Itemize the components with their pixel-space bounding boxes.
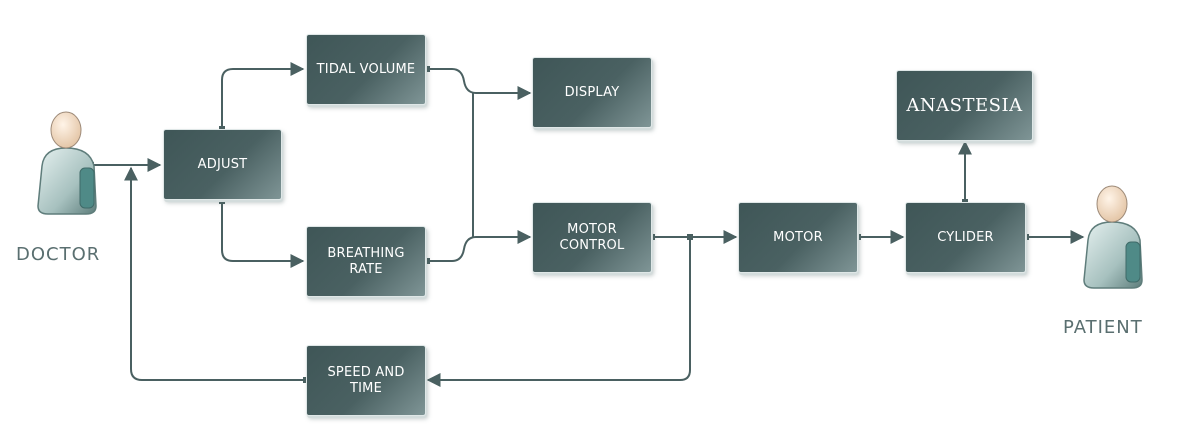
patient-label: PATIENT [1063, 317, 1143, 338]
edge-speed-time-adjust [124, 166, 306, 381]
anastesia-block: ANASTESIA [896, 70, 1033, 141]
edge-tidal-volume-display [426, 68, 532, 100]
doctor-person-icon [37, 111, 97, 215]
doctor-label: DOCTOR [16, 244, 101, 265]
cylider-block: CYLIDER [905, 202, 1026, 273]
patient-person-icon [1083, 185, 1143, 289]
tidal-volume-label: TIDAL VOLUME [316, 61, 416, 77]
adjust-block: ADJUST [163, 129, 282, 200]
tidal-volume-block: TIDAL VOLUME [306, 34, 426, 105]
display-label: DISPLAY [564, 84, 620, 100]
motor-block: MOTOR [738, 202, 858, 273]
breathing-rate-label: BREATHING RATE [327, 245, 405, 277]
motor-control-label: MOTOR CONTROL [559, 221, 625, 253]
speed-and-time-label: SPEED AND TIME [327, 364, 405, 396]
anastesia-label: ANASTESIA [906, 94, 1023, 116]
motor-control-block: MOTOR CONTROL [532, 202, 652, 273]
cylider-label: CYLIDER [937, 229, 994, 245]
edge-adjust-breathing-rate [221, 201, 305, 268]
edge-adjust-tidal-volume [221, 62, 305, 129]
adjust-label: ADJUST [197, 156, 248, 172]
edge-feedback-speed-time [426, 237, 691, 387]
display-block: DISPLAY [532, 57, 652, 128]
motor-label: MOTOR [773, 229, 823, 245]
speed-and-time-block: SPEED AND TIME [306, 345, 426, 416]
breathing-rate-block: BREATHING RATE [306, 226, 426, 297]
edge-breathing-rate-motor-control [426, 230, 532, 262]
